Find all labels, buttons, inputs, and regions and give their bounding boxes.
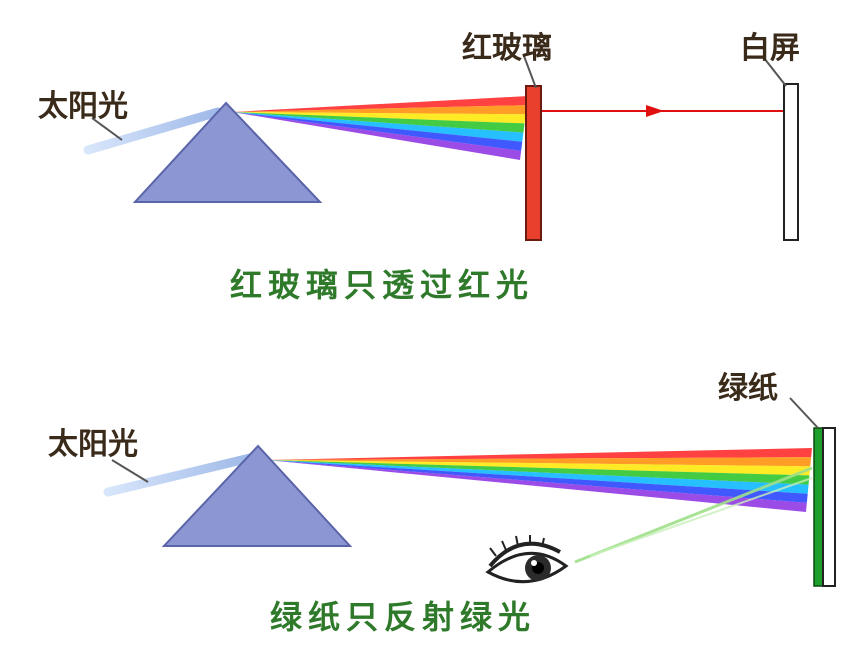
red-glass-label: 红玻璃 [462, 31, 552, 66]
white-screen [783, 83, 799, 241]
top-panel: 太阳光 红玻璃 白屏 红玻璃只透过红光 [38, 31, 800, 304]
white-screen-pointer [763, 57, 787, 87]
bottom-spectrum-band-red [266, 448, 812, 460]
top-spectrum-band-green [232, 112, 525, 133]
bottom-sunlight-ray [103, 453, 255, 497]
red-glass-pointer [523, 55, 537, 89]
white-screen-label: 白屏 [740, 31, 800, 66]
bottom-spectrum-band-yellow [266, 460, 811, 476]
bottom-spectrum-band-violet [266, 460, 807, 512]
top-spectrum-band-yellow [232, 112, 526, 124]
bottom-sunlight-pointer [111, 459, 149, 483]
bottom-caption: 绿纸只反射绿光 [270, 598, 536, 636]
bottom-spectrum-band-blue [266, 460, 808, 503]
green-paper [813, 427, 836, 587]
top-spectrum-band-cyan [232, 112, 524, 142]
green-paper-pointer [789, 397, 819, 429]
bottom-prism [161, 444, 353, 547]
reflected-green-rays [574, 466, 813, 564]
bottom-spectrum [266, 448, 812, 512]
green-paper-label: 绿纸 [718, 371, 778, 406]
top-sunlight-label: 太阳光 [38, 89, 128, 124]
bottom-spectrum-band-green [266, 460, 810, 485]
top-spectrum-band-violet [232, 112, 522, 160]
top-sunlight-ray [83, 107, 223, 155]
top-prism [132, 101, 323, 203]
red-glass [525, 85, 542, 241]
bottom-sunlight-label: 太阳光 [48, 427, 138, 462]
top-spectrum-band-blue [232, 112, 523, 151]
bottom-spectrum-band-cyan [266, 460, 809, 494]
bottom-panel: 太阳光 绿纸 绿纸只反射绿光 [48, 371, 836, 636]
top-spectrum-band-orange [232, 105, 527, 115]
red-ray-arrowhead [646, 105, 664, 117]
top-sunlight-pointer [91, 117, 123, 141]
top-caption: 红玻璃只透过红光 [230, 266, 534, 304]
top-spectrum [232, 96, 528, 160]
eye-icon [485, 535, 569, 584]
top-spectrum-band-red [232, 96, 528, 112]
bottom-spectrum-band-orange [266, 457, 812, 467]
